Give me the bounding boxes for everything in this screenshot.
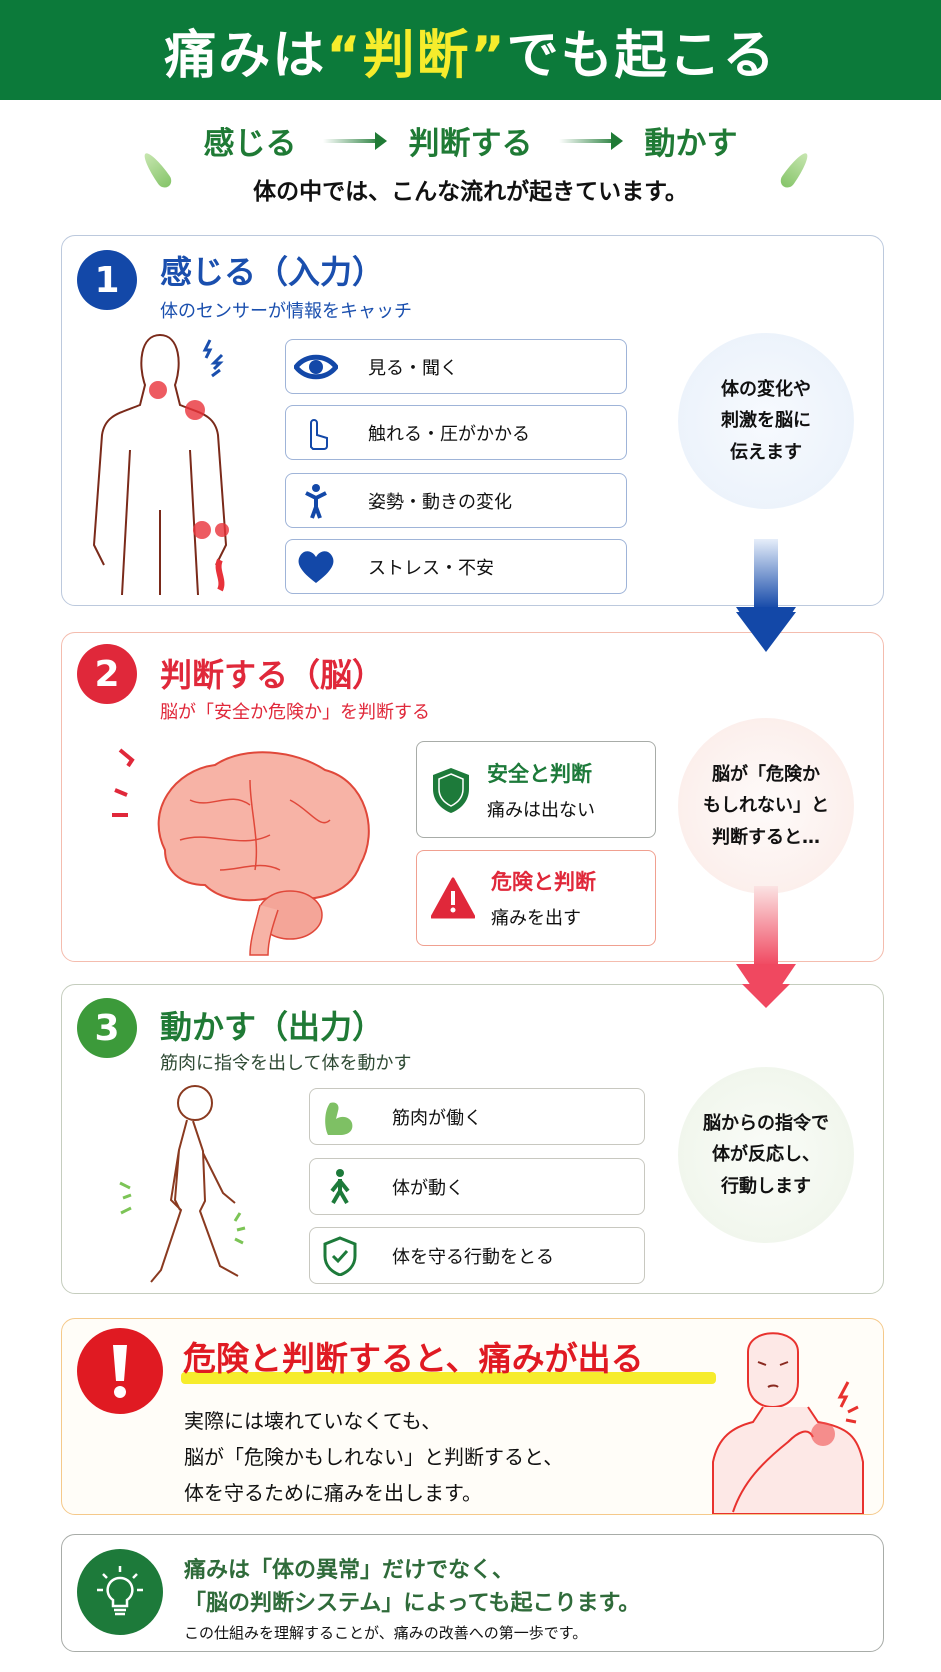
arrow-down-blue-tip-icon [736, 612, 796, 652]
sense-item-label: 触れる・圧がかかる [368, 423, 530, 445]
title-highlight: “判断” [326, 25, 507, 86]
intro-text: 体の中では、こんな流れが起きています。 [253, 179, 688, 205]
safe-judgment-box: 安全と判断痛みは出ない [416, 741, 656, 838]
sense-item-label: ストレス・不安 [368, 557, 494, 579]
warning-line: 実際には壊れていなくても、 [184, 1409, 442, 1433]
title-pre: 痛みは [164, 25, 327, 86]
sense-item-label: 姿勢・動きの変化 [368, 491, 512, 513]
shoulder-pain-person-illustration [712, 1332, 864, 1514]
danger-title: 危険と判断 [491, 870, 596, 894]
safe-text: 痛みは出ない [487, 799, 595, 821]
bubble-line: 判断すると… [712, 826, 820, 848]
shield-check-icon [310, 1235, 370, 1276]
flow-step-move: 動かす [644, 126, 738, 162]
warning-body: 実際には壊れていなくても、 脳が「危険かもしれない」と判断すると、 体を守るため… [184, 1403, 563, 1511]
warning-heading: 危険と判断すると、痛みが出る [183, 1339, 644, 1378]
flow-step-sense: 感じる [203, 126, 297, 162]
step3-title: 動かす（出力） [160, 1008, 385, 1046]
warning-triangle-icon [431, 877, 475, 919]
tip-note: この仕組みを理解することが、痛みの改善への第一歩です。 [184, 1624, 588, 1642]
step2-bubble: 脳が「危険かもしれない」と判断すると… [678, 718, 854, 894]
lightbulb-icon [77, 1549, 163, 1635]
step1-title: 感じる（入力） [160, 253, 385, 291]
safe-title: 安全と判断 [487, 761, 592, 786]
sense-item-label: 見る・聞く [368, 357, 458, 379]
step1-bubble: 体の変化や刺激を脳に伝えます [678, 333, 854, 509]
arrow-right-icon [322, 131, 387, 150]
output-item-protect: 体を守る行動をとる [309, 1227, 645, 1284]
bubble-line: 体の変化や [721, 378, 811, 400]
muscle-icon [310, 1099, 370, 1135]
sense-item-posture: 姿勢・動きの変化 [285, 473, 627, 528]
tip-card [61, 1534, 884, 1652]
exclamation-icon [77, 1328, 163, 1414]
step1-subtitle: 体のセンサーが情報をキャッチ [160, 301, 412, 322]
heading-highlight [181, 1372, 716, 1384]
bubble-line: 脳からの指令で [703, 1112, 829, 1134]
flow-steps: 感じる 判断する 動かす [0, 118, 941, 163]
bubble-line: 体が反応し、 [712, 1144, 820, 1166]
tip-line: 痛みは「体の異常」だけでなく、 [184, 1558, 515, 1583]
bubble-line: 脳が「危険か [712, 763, 820, 785]
posture-icon [286, 483, 346, 519]
bubble-line: 刺激を脳に [721, 410, 811, 432]
output-item-label: 体が動く [392, 1177, 464, 1199]
shield-icon [433, 767, 469, 813]
flow-step-judge: 判断する [408, 126, 533, 162]
title-post: でも起こる [506, 25, 777, 86]
sense-item-see-hear: 見る・聞く [285, 339, 627, 394]
walking-body-illustration [119, 1085, 246, 1283]
walking-icon [310, 1168, 370, 1205]
danger-judgment-box: 危険と判断痛みを出す [416, 850, 656, 946]
step2-subtitle: 脳が「安全か危険か」を判断する [160, 702, 430, 723]
output-item-label: 体を守る行動をとる [392, 1246, 554, 1268]
touch-icon [286, 415, 346, 451]
tip-main: 痛みは「体の異常」だけでなく、 「脳の判断システム」によっても起こります。 [184, 1554, 640, 1620]
sense-item-stress: ストレス・不安 [285, 539, 627, 594]
output-item-move: 体が動く [309, 1158, 645, 1215]
bubble-line: 伝えます [730, 441, 802, 463]
header-banner: 痛みは “判断” でも起こる [0, 0, 941, 100]
warning-line: 体を守るために痛みを出します。 [184, 1481, 482, 1505]
arrow-down-red-tip-icon [742, 984, 790, 1008]
step3-bubble: 脳からの指令で体が反応し、行動します [678, 1067, 854, 1243]
step3-subtitle: 筋肉に指令を出して体を動かす [160, 1053, 412, 1074]
body-back-illustration [92, 334, 229, 596]
bubble-line: もしれない」と [703, 795, 829, 817]
bubble-line: 行動します [721, 1175, 811, 1197]
arrow-down-red-icon [736, 886, 796, 1008]
step1-badge: 1 [77, 250, 137, 310]
sense-item-touch: 触れる・圧がかかる [285, 405, 627, 460]
tip-line: 「脳の判断システム」によっても起こります。 [184, 1591, 641, 1616]
step3-badge: 3 [77, 998, 137, 1058]
danger-text: 痛みを出す [491, 908, 581, 929]
step2-title: 判断する（脳） [160, 656, 385, 694]
output-item-label: 筋肉が働く [392, 1107, 482, 1129]
step2-badge: 2 [77, 644, 137, 704]
eye-icon [286, 352, 346, 382]
output-item-muscle: 筋肉が働く [309, 1088, 645, 1145]
arrow-right-icon [558, 131, 623, 150]
heart-icon [286, 549, 346, 585]
brain-illustration [112, 748, 370, 956]
warning-line: 脳が「危険かもしれない」と判断すると、 [184, 1445, 564, 1469]
